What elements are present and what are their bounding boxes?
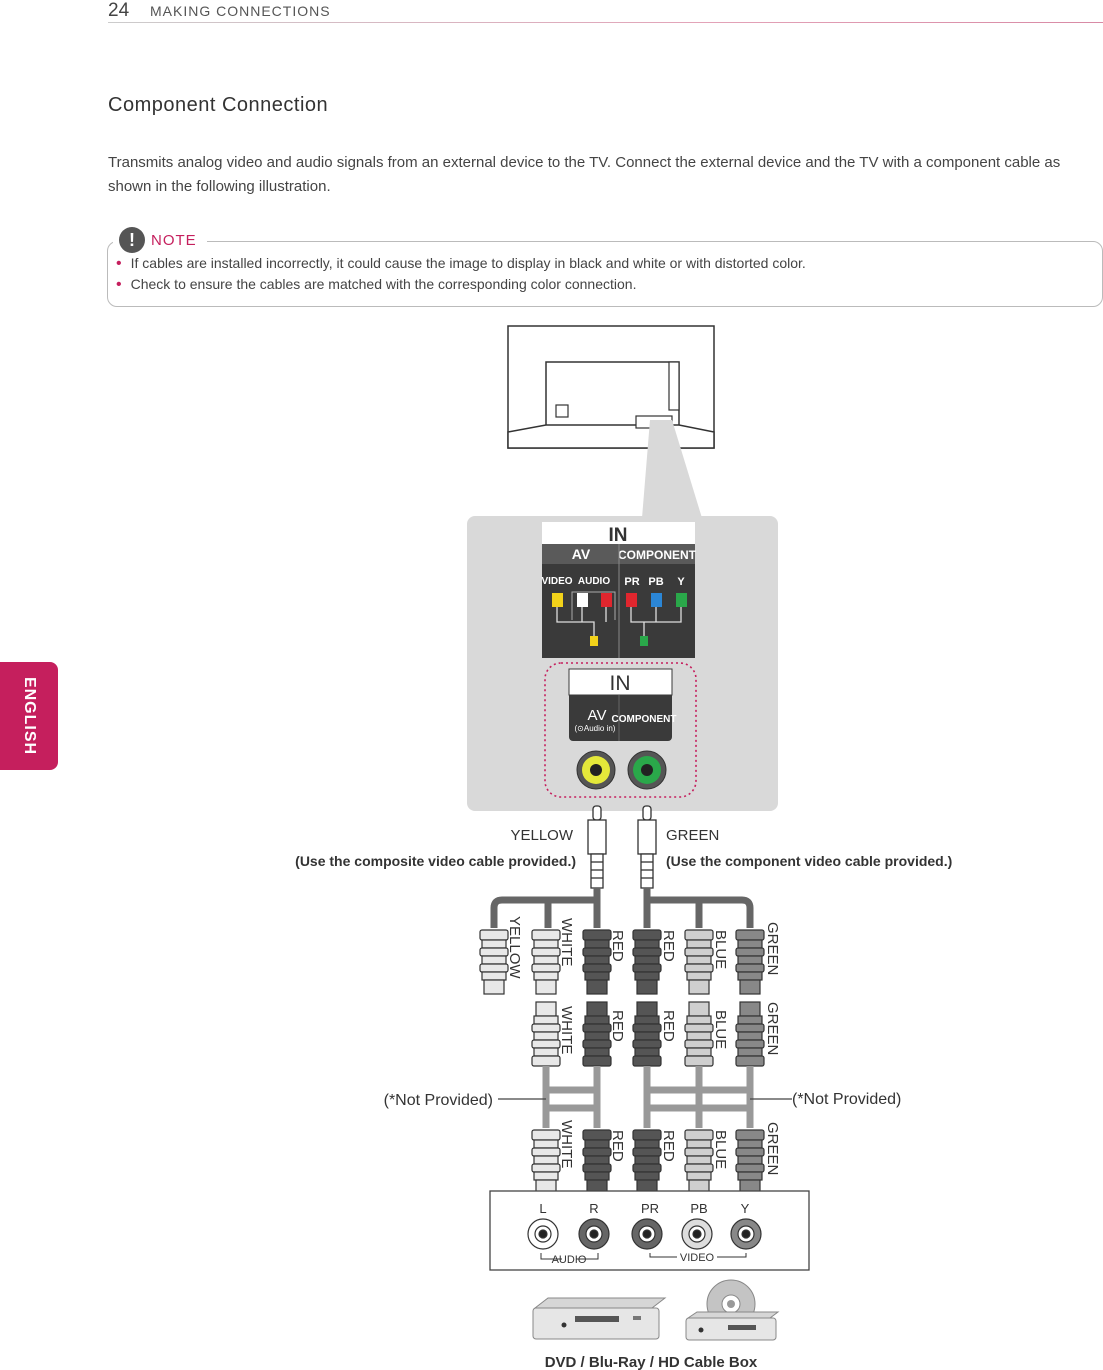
panel-av-label: AV [572, 546, 591, 562]
device-pb-label: PB [690, 1201, 707, 1216]
green-cable-label: GREEN [666, 827, 719, 844]
jack-audio-in-label: (⊙Audio in) [575, 724, 616, 733]
plug-label-blue: BLUE [712, 1130, 729, 1169]
language-tab: ENGLISH [0, 662, 58, 770]
plug-label-white: WHITE [558, 918, 575, 966]
device-caption: DVD / Blu-Ray / HD Cable Box [545, 1354, 758, 1370]
plug-label-red: RED [660, 1010, 677, 1042]
red-plug [582, 1001, 612, 1067]
red-plug [632, 1001, 662, 1067]
panel-component-label: COMPONENT [618, 548, 697, 562]
green-plug [735, 929, 765, 995]
plug-label-yellow: YELLOW [506, 916, 523, 979]
panel-pr-jack [626, 593, 637, 607]
plug-label-red: RED [609, 1010, 626, 1042]
note-label: NOTE [151, 231, 197, 249]
white-plug [531, 1129, 561, 1195]
breakout-cables [490, 888, 754, 928]
extension-cables [542, 1066, 754, 1128]
panel-video-jack [552, 593, 563, 607]
yellow-plug [479, 929, 509, 995]
yellow-cable-label: YELLOW [510, 827, 573, 844]
red-plug [582, 1129, 612, 1195]
component-cable-note: (Use the component video cable provided.… [666, 853, 952, 869]
exclamation-icon: ! [119, 227, 145, 253]
plug-label-green: GREEN [764, 1122, 781, 1175]
panel-y-label: Y [677, 576, 685, 588]
input-label-plate: IN AV COMPONENT VIDEO AUDIO PR PB Y [541, 522, 697, 658]
note-header: ! NOTE [113, 227, 207, 253]
note-item-text: Check to ensure the cables are matched w… [130, 276, 637, 292]
panel-in-label: IN [609, 525, 628, 546]
panel-pr-label: PR [624, 576, 639, 588]
blue-plug [684, 1129, 714, 1195]
note-item: •Check to ensure the cables are matched … [116, 276, 637, 293]
plug-label-green: GREEN [764, 922, 781, 975]
tv-back-illustration [507, 325, 715, 449]
panel-video-label: VIDEO [541, 576, 572, 587]
not-provided-right: (*Not Provided) [792, 1091, 901, 1108]
device-l-label: L [539, 1201, 546, 1216]
plug-label-white: WHITE [558, 1006, 575, 1054]
page-number: 24 [108, 0, 130, 21]
red-plug [632, 1129, 662, 1195]
zoom-callout [642, 420, 702, 518]
blue-plug [684, 929, 714, 995]
jack-av-label: AV [588, 707, 607, 724]
dvd-player-icon [532, 1297, 667, 1340]
panel-audio-red-jack [601, 593, 612, 607]
plug-label-red: RED [609, 1130, 626, 1162]
page-title: Component Connection [108, 94, 329, 116]
panel-pb-jack [651, 593, 662, 607]
device-y-label: Y [741, 1201, 750, 1216]
white-plug [531, 1001, 561, 1067]
intro-paragraph: Transmits analog video and audio signals… [108, 154, 1061, 195]
device-pr-label: PR [641, 1201, 659, 1216]
jack-in-label: IN [610, 672, 631, 695]
note-item-text: If cables are installed incorrectly, it … [130, 255, 806, 271]
panel-audio-label: AUDIO [578, 576, 610, 587]
panel-y-jack [676, 593, 687, 607]
white-plug [531, 929, 561, 995]
note-item: •If cables are installed incorrectly, it… [116, 255, 806, 272]
tv-jack-area: IN AV (⊙Audio in) COMPONENT [544, 662, 697, 798]
plug-label-red: RED [660, 930, 677, 962]
jack-component-label: COMPONENT [612, 714, 677, 725]
green-plug [735, 1001, 765, 1067]
av-minijack-plug [587, 805, 607, 889]
not-provided-left: (*Not Provided) [384, 1092, 493, 1109]
plug-label-blue: BLUE [712, 930, 729, 969]
plug-label-green: GREEN [764, 1002, 781, 1055]
external-device-jack-panel: L R PR PB Y AUDIO VIDEO [489, 1190, 810, 1271]
device-r-label: R [589, 1201, 598, 1216]
panel-pb-label: PB [648, 576, 663, 588]
device-audio-label: AUDIO [552, 1254, 587, 1266]
panel-audio-white-jack [577, 593, 588, 607]
red-plug [582, 929, 612, 995]
plug-label-blue: BLUE [712, 1010, 729, 1049]
green-plug [735, 1129, 765, 1195]
header-rule [108, 22, 1103, 23]
plug-label-red: RED [660, 1130, 677, 1162]
blue-plug [684, 1001, 714, 1067]
plug-label-white: WHITE [558, 1120, 575, 1168]
component-minijack-plug [637, 805, 657, 889]
cable-box-icon [685, 1311, 780, 1341]
red-plug [632, 929, 662, 995]
device-video-label: VIDEO [680, 1252, 715, 1264]
section-header: MAKING CONNECTIONS [150, 3, 331, 19]
plug-label-red: RED [609, 930, 626, 962]
composite-cable-note: (Use the composite video cable provided.… [295, 853, 576, 869]
